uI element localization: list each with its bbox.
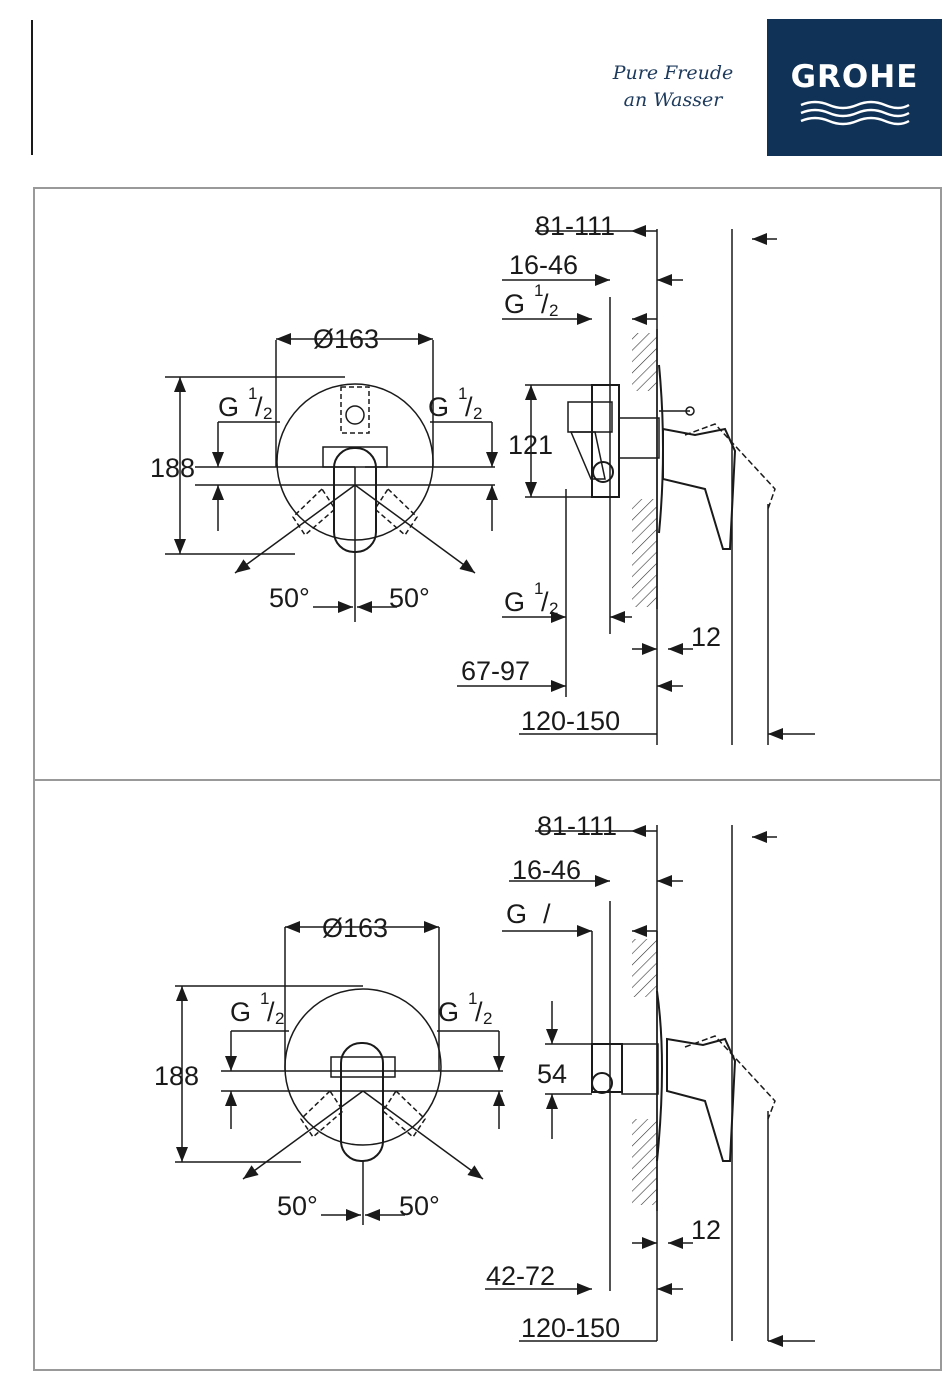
brand-tagline: Pure Freude an Wasser [588, 60, 758, 114]
fraction-denominator: 2 [263, 404, 272, 423]
side-wall-label: 12 [691, 622, 721, 652]
front-diameter-label: Ø163 [322, 913, 388, 943]
technical-drawing-top: Ø163 188 G 1 / 2 G 1 / 2 50° 50° 81-111 … [35, 189, 944, 783]
grohe-logo: GROHE [767, 19, 942, 156]
side-dim-top-label: 81-111 [535, 211, 615, 241]
side-dim-depth-label: 16-46 [512, 855, 581, 885]
side-height-label: 54 [537, 1059, 567, 1089]
drawing-panel-top: Ø163 188 G 1 / 2 G 1 / 2 50° 50° 81-111 … [33, 187, 942, 781]
side-dim-top-label: 81-111 [537, 811, 617, 841]
front-port-left-label: G [218, 392, 239, 422]
drawing-panel-bottom: Ø163 188 G 1 / 2 G 1 / 2 50° 50° 81-111 … [33, 779, 942, 1371]
fraction-denominator: 2 [473, 404, 482, 423]
front-height-label: 188 [150, 453, 195, 483]
wall-hatch-lower [632, 499, 657, 607]
wall-hatch-lower [632, 1119, 657, 1205]
fraction-denominator: 2 [275, 1009, 284, 1028]
lever-hub [323, 447, 387, 467]
side-dim-depth-label: 16-46 [509, 250, 578, 280]
angle-left-label: 50° [277, 1191, 318, 1221]
fraction-denominator: 2 [549, 301, 558, 320]
logo-wordmark: GROHE [767, 59, 942, 95]
angle-right-label: 50° [399, 1191, 440, 1221]
angle-left-label: 50° [269, 583, 310, 613]
svg-text:/: / [475, 997, 483, 1027]
tagline-line-2: an Wasser [588, 87, 758, 114]
side-port-top-label: G [506, 899, 527, 929]
diverter-knob [346, 406, 364, 424]
wall-hatch-upper [632, 939, 657, 997]
side-dim-total-label: 120-150 [521, 1313, 620, 1343]
front-diameter-label: Ø163 [313, 324, 379, 354]
side-wall-label: 12 [691, 1215, 721, 1245]
svg-text:/: / [541, 289, 549, 319]
side-height-label: 121 [508, 430, 553, 460]
svg-text:/: / [541, 587, 549, 617]
fraction-denominator: 2 [549, 599, 558, 618]
side-port-bottom-label: G [504, 587, 525, 617]
angle-right-label: 50° [389, 583, 430, 613]
technical-drawing-bottom: Ø163 188 G 1 / 2 G 1 / 2 50° 50° 81-111 … [35, 781, 944, 1373]
diverter-dashed [341, 387, 369, 433]
front-height-label: 188 [154, 1061, 199, 1091]
front-port-right-label: G [428, 392, 449, 422]
valve-inlet [568, 402, 612, 432]
svg-text:/: / [255, 392, 263, 422]
margin-rule [31, 20, 33, 155]
svg-text:/: / [465, 392, 473, 422]
side-dim-total-label: 120-150 [521, 706, 620, 736]
front-port-right-label: G [438, 997, 459, 1027]
svg-text:/: / [543, 899, 551, 929]
logo-waves-icon [799, 99, 911, 129]
valve-body [592, 1044, 622, 1092]
wall-hatch-upper [632, 333, 657, 391]
front-port-left-label: G [230, 997, 251, 1027]
rosette-outline [285, 989, 441, 1145]
lever-side [663, 429, 735, 549]
svg-text:/: / [267, 997, 275, 1027]
side-dim-body-label: 42-72 [486, 1261, 555, 1291]
side-dim-body-label: 67-97 [461, 656, 530, 686]
fraction-denominator: 2 [483, 1009, 492, 1028]
tagline-line-1: Pure Freude [588, 60, 758, 87]
lever-side [667, 1039, 735, 1161]
side-port-top-label: G [504, 289, 525, 319]
